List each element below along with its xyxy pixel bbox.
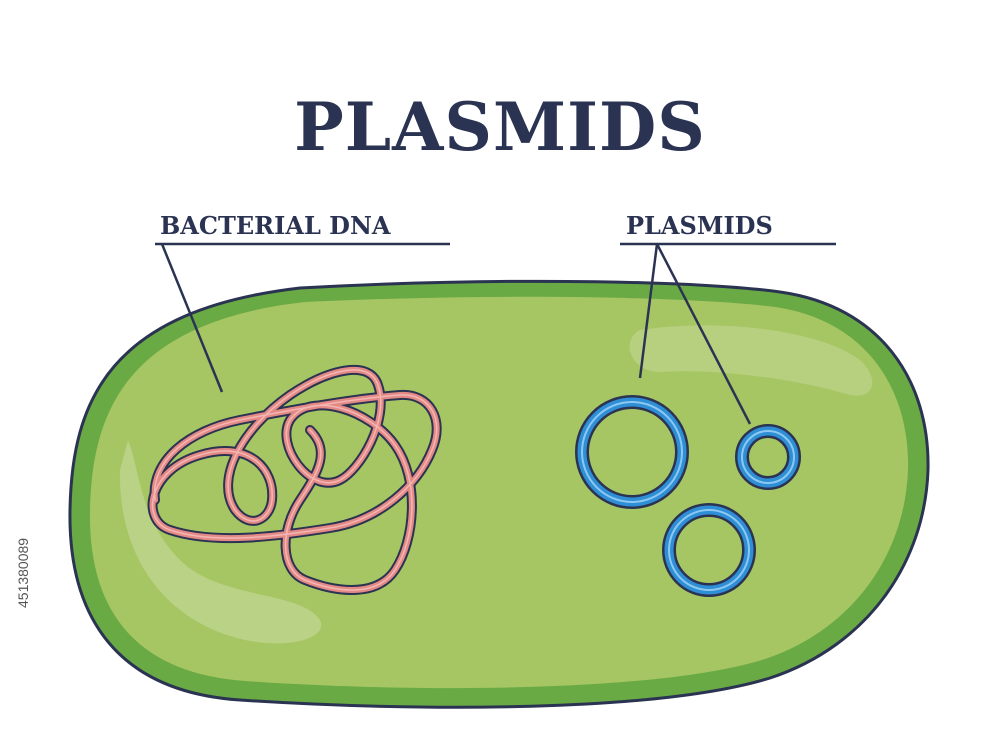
plasmid-large <box>575 395 689 509</box>
plasmid-small <box>735 424 801 490</box>
label-plasmids: PLASMIDS <box>620 211 836 425</box>
bacterium-cell <box>68 279 930 709</box>
label-bacterial-dna: BACTERIAL DNA <box>155 211 450 393</box>
dna-strand-core <box>151 369 438 591</box>
stock-image-id: 451380089 <box>15 538 31 608</box>
diagram-title: PLASMIDS <box>294 88 706 166</box>
label-plasmids-text: PLASMIDS <box>626 211 773 240</box>
bacterial-dna <box>147 365 442 595</box>
label-bacterial-dna-text: BACTERIAL DNA <box>160 211 391 240</box>
cell-highlight-right <box>629 325 873 396</box>
cell-highlight-left <box>119 440 322 644</box>
label-plasmids-leader-small <box>655 243 752 425</box>
plasmid-medium <box>662 503 756 597</box>
label-bacterial-dna-leader <box>160 243 224 393</box>
label-plasmids-leader-large <box>638 243 659 379</box>
